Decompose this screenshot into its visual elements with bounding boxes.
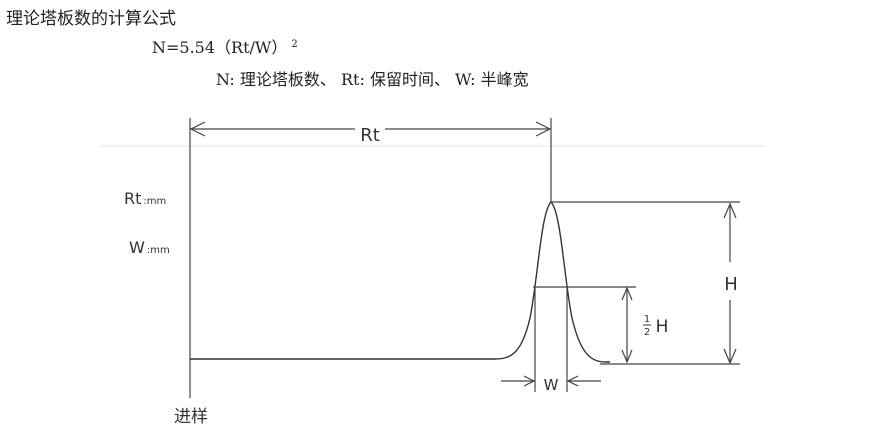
rt-dimension-label: Rt [360, 125, 380, 146]
w-unit-value: :mm [147, 245, 170, 256]
h-label: H [724, 274, 738, 295]
w-label: W [544, 376, 559, 394]
formula-legend: N: 理论塔板数、 Rt: 保留时间、 W: 半峰宽 [216, 70, 529, 89]
w-arrow-left-icon [523, 375, 536, 387]
rt-arrow-left-icon [189, 121, 206, 137]
rt-unit-label: Rt:mm [124, 189, 166, 208]
chromatogram-peak-trace [190, 201, 610, 363]
w-unit-letter: W [129, 238, 145, 257]
w-unit-label: W:mm [129, 238, 170, 257]
rt-arrow-right-icon [535, 121, 552, 137]
h-arrow-down-icon [723, 348, 737, 365]
h-arrow-up-icon [723, 202, 737, 219]
half-h-letter: H [656, 317, 669, 337]
half-h-arrow-down-icon [621, 349, 633, 364]
formula-text: N=5.54（Rt/W） [152, 38, 288, 57]
w-arrow-right-icon [566, 375, 579, 387]
diagram-title: 理论塔板数的计算公式 [6, 9, 176, 29]
half-h-label: 1 2 H [643, 314, 668, 338]
injection-label: 进样 [174, 407, 208, 427]
half-h-numerator: 1 [644, 314, 650, 325]
rt-unit-value: :mm [143, 196, 166, 207]
plate-number-formula: N=5.54（Rt/W）2 [152, 34, 298, 58]
rt-unit-letter: Rt [124, 189, 141, 208]
half-h-denominator: 2 [644, 327, 650, 338]
formula-exponent: 2 [291, 38, 298, 50]
half-h-arrow-up-icon [621, 286, 633, 301]
